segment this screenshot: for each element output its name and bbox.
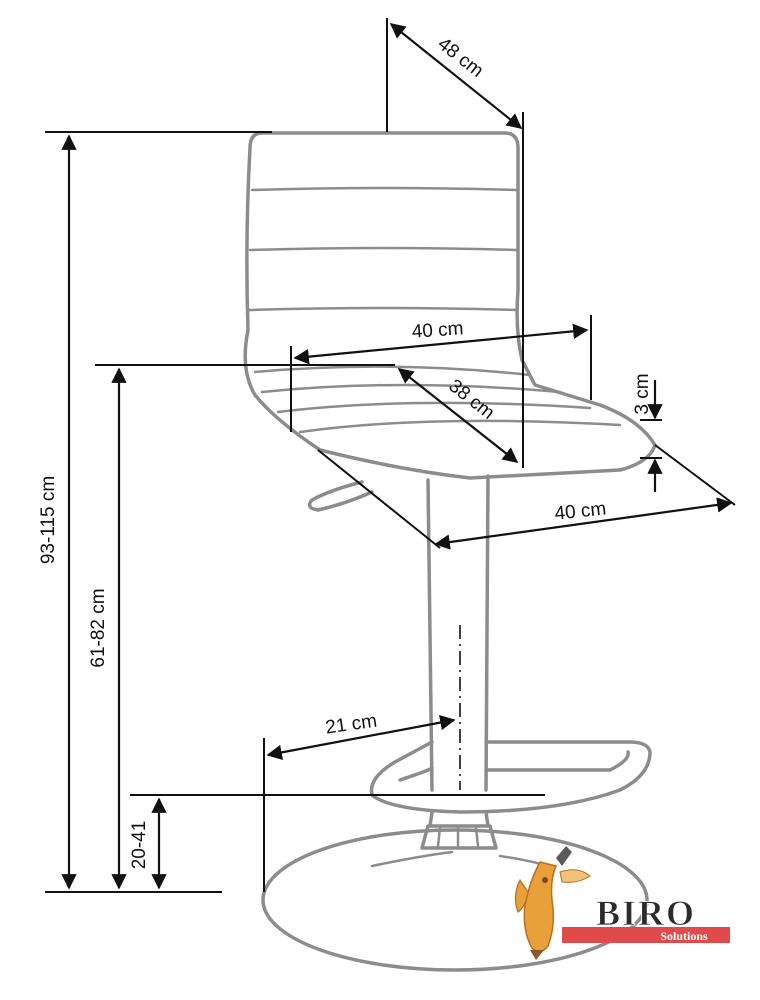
label-total-height: 93-115 cm	[38, 476, 59, 564]
dimension-lines	[45, 18, 736, 893]
logo-name: BIRO	[596, 893, 696, 933]
logo-band	[562, 927, 730, 943]
backrest-stitch-1	[250, 186, 518, 192]
seat-stitch-2	[260, 383, 562, 394]
base-highlight	[370, 850, 554, 870]
label-footrest-height: 20-41	[129, 821, 150, 870]
dimension-labels: 48 cm 93-115 cm 61-82 cm 20-41 40 cm 38 …	[38, 33, 653, 869]
arrow-seat-width	[293, 323, 589, 365]
arrow-footrest-radius	[266, 714, 456, 761]
seat-stitch-3	[276, 401, 592, 414]
ext-seat-depth-right	[654, 444, 736, 506]
backrest-stitch-2	[248, 246, 518, 252]
label-seat-height: 61-82 cm	[88, 588, 109, 667]
label-seat-width: 40 cm	[411, 318, 464, 343]
chair-drawing	[243, 131, 657, 972]
round-base	[261, 828, 649, 972]
label-footrest-radius: 21 cm	[324, 711, 378, 739]
base-collar	[420, 824, 498, 850]
backrest-outline	[243, 131, 657, 480]
arrow-backrest-depth	[389, 23, 523, 129]
column-lower-right	[484, 810, 490, 828]
backrest-stitch-3	[247, 306, 518, 312]
height-lever	[307, 480, 374, 512]
ext-seat-depth-left	[317, 449, 441, 549]
arrow-seat-diagonal	[397, 368, 519, 463]
seat-stitch-4	[298, 419, 622, 434]
label-backrest-depth: 48 cm	[434, 33, 488, 81]
seat-stitch-1	[253, 365, 532, 377]
biro-logo: BIRO Solutions	[514, 846, 730, 960]
label-seat-thickness: 3 cm	[632, 373, 653, 414]
column-lower-left	[428, 810, 434, 828]
mascot-icon	[514, 846, 591, 960]
arrow-seat-depth	[434, 497, 733, 550]
logo-tagline: Solutions	[660, 929, 708, 943]
label-seat-diagonal: 38 cm	[445, 375, 499, 423]
footrest-ring-inner	[398, 750, 630, 782]
